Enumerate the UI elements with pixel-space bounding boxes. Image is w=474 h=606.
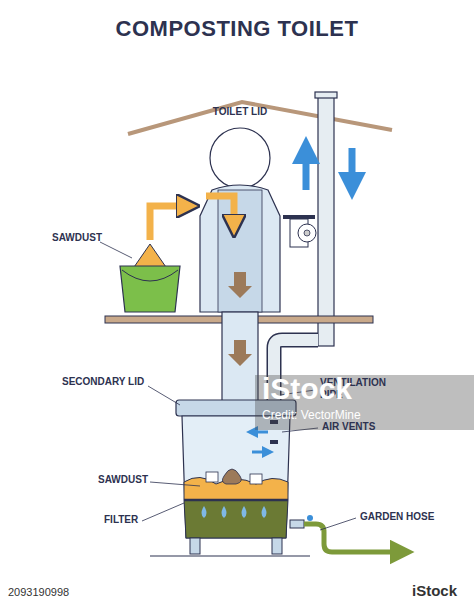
part-label: SECONDARY LID bbox=[62, 376, 144, 388]
toilet-paper bbox=[298, 224, 316, 242]
liquid-drops bbox=[202, 506, 267, 518]
watermark: Credit: VectorMine bbox=[262, 409, 361, 423]
sawdust-bucket bbox=[120, 266, 180, 312]
diagram-title: COMPOSTING TOILET bbox=[116, 16, 359, 41]
part-label: SAWDUST bbox=[98, 474, 148, 486]
air-in-arrow bbox=[349, 148, 356, 186]
toilet-body bbox=[200, 185, 280, 312]
watermark: iStock bbox=[262, 372, 352, 407]
part-label: TOILET LID bbox=[213, 106, 267, 118]
compost-container bbox=[182, 416, 290, 538]
roof bbox=[128, 102, 392, 134]
air-out-arrow bbox=[303, 150, 310, 190]
filter bbox=[184, 499, 288, 502]
part-label: SAWDUST bbox=[52, 232, 102, 244]
drop-pipe bbox=[222, 312, 258, 402]
part-label: AIR VENTS bbox=[322, 421, 375, 433]
vent-pipe bbox=[318, 96, 334, 346]
ground bbox=[150, 555, 310, 556]
garden-hose bbox=[304, 524, 402, 552]
watermark: iStock bbox=[412, 582, 457, 599]
add-sawdust-arrow bbox=[150, 206, 188, 240]
part-label: GARDEN HOSE bbox=[360, 511, 434, 523]
part-label: FILTER bbox=[104, 514, 138, 526]
toilet-lid bbox=[210, 128, 270, 188]
image-id: 2093190998 bbox=[8, 586, 69, 599]
